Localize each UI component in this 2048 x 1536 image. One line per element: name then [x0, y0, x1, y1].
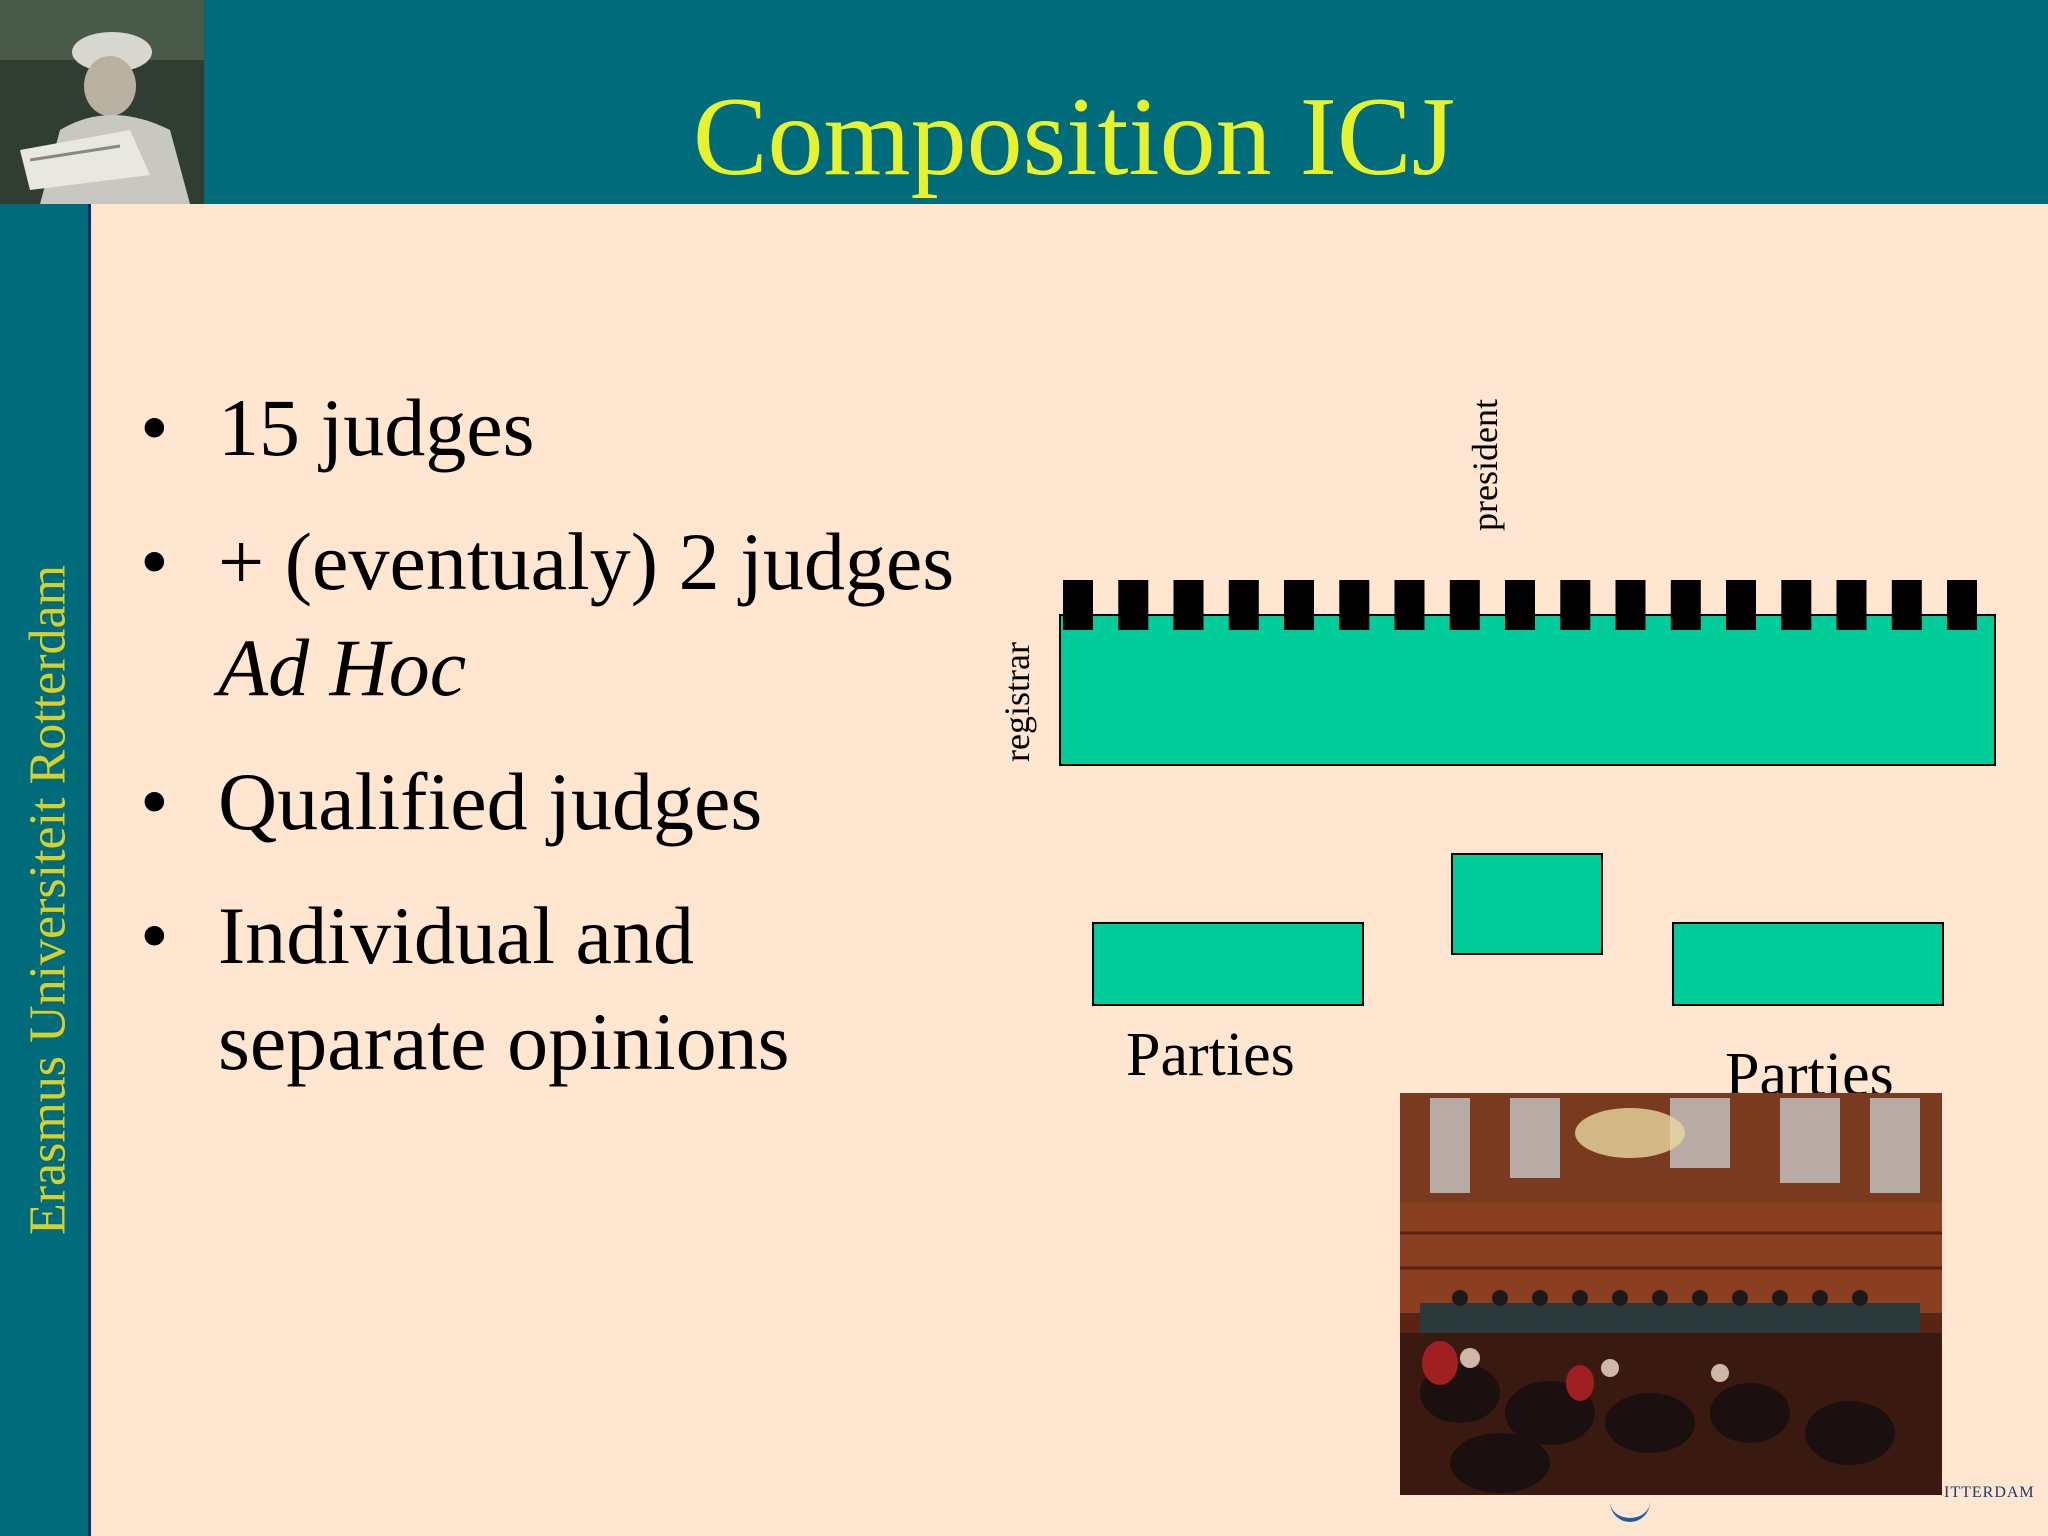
judge-seat [1947, 580, 1977, 630]
judge-seat [1891, 580, 1922, 630]
judge-seat [1781, 580, 1812, 630]
erasmus-portrait [0, 0, 204, 204]
judge-seat [1339, 580, 1370, 630]
registrar-table [1451, 853, 1603, 955]
bullet-text: + (eventualy) 2 judges [218, 516, 955, 607]
label-registrar: registrar [997, 642, 1037, 762]
university-name: Erasmus Universiteit Rotterdam [19, 564, 77, 1236]
judge-seat [1284, 580, 1314, 630]
court-diagram: president registrar Parties Parties [960, 380, 2040, 1109]
parties-table-right [1672, 922, 1944, 1006]
courtroom-photo [1400, 1093, 1942, 1495]
label-president: president [1465, 399, 1505, 531]
judge-seat [1560, 580, 1591, 630]
bullet-text: 15 judges [218, 382, 535, 473]
bullet-item: + (eventualy) 2 judges Ad Hoc [140, 509, 1060, 721]
judge-seat [1063, 580, 1093, 630]
judges-row [1063, 580, 1977, 630]
header-bar [0, 0, 2048, 204]
bullet-text: separate opinions [218, 996, 790, 1087]
slide-title: Composition ICJ [692, 75, 1456, 199]
judge-seat [1615, 580, 1646, 630]
bullet-item: 15 judges [140, 375, 1060, 481]
sidebar-band [0, 204, 91, 1536]
judge-seat [1449, 580, 1480, 630]
bullet-item: Individual and separate opinions [140, 883, 1060, 1095]
judges-bench [1059, 614, 1996, 766]
university-logo-icon [1610, 1488, 1650, 1522]
bullet-text: Individual and [218, 890, 694, 981]
court-diagram-svg [1059, 580, 1996, 1006]
judge-seat [1726, 580, 1756, 630]
judge-seat [1670, 580, 1701, 630]
bullet-text-italic: Ad Hoc [218, 622, 467, 713]
judge-seat [1394, 580, 1425, 630]
bullet-item: Qualified judges [140, 749, 1060, 855]
bullet-text: Qualified judges [218, 756, 763, 847]
parties-table-left [1092, 922, 1364, 1006]
judge-seat [1118, 580, 1149, 630]
label-parties-left: Parties [1126, 1021, 1295, 1089]
judge-seat [1505, 580, 1535, 630]
bullet-list: 15 judges + (eventualy) 2 judges Ad Hoc … [140, 375, 1060, 1123]
university-logo-text: ITTERDAM [1944, 1484, 2035, 1501]
judge-seat [1836, 580, 1867, 630]
judge-seat [1228, 580, 1259, 630]
judge-seat [1173, 580, 1204, 630]
